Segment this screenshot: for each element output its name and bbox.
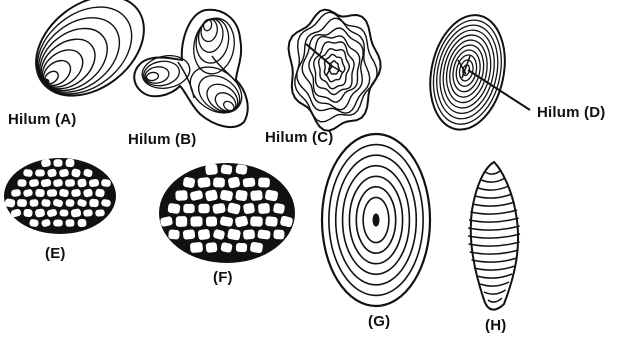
grain-cell [23, 209, 33, 218]
grain-h-stripe [472, 202, 514, 206]
grain-h-stripe [468, 234, 520, 238]
grain-h-stripe [468, 226, 519, 230]
label-hilum-d: Hilum (D) [537, 104, 605, 121]
grain-g-hilum [373, 214, 379, 226]
grain-cell [53, 219, 63, 226]
grain-cell [60, 210, 69, 217]
grain-cell [205, 242, 217, 253]
label-hilum-c: Hilum (C) [265, 129, 333, 146]
grain-cell [258, 177, 270, 187]
grain-cell [236, 243, 248, 253]
grain-d-ring [458, 59, 475, 82]
grain-h-stripe [475, 194, 512, 198]
grain-h-stripe [480, 282, 509, 286]
grain-cell [250, 216, 263, 226]
grain-g [322, 134, 430, 306]
grain-cell [220, 164, 232, 175]
grain-cell [243, 203, 255, 215]
grain-cell [175, 190, 188, 201]
grain-cell [35, 170, 45, 177]
grain-cell [35, 189, 45, 197]
label-h: (H) [485, 317, 506, 334]
grain-h-stripe [485, 170, 501, 174]
grain-cell [242, 177, 255, 187]
grain-d-ring [449, 48, 483, 95]
grain-cell [47, 189, 57, 197]
grain-cell [190, 216, 202, 226]
grain-cell [235, 190, 248, 202]
grain-cell [168, 229, 180, 239]
grain-cell [65, 219, 74, 227]
grain-h-stripe [469, 242, 520, 246]
grain-cell [205, 164, 218, 176]
label-f: (F) [213, 269, 233, 286]
grain-cell [250, 242, 264, 254]
grain-a [17, 0, 163, 116]
grain-cell [243, 229, 255, 240]
grain-cell [17, 199, 27, 207]
grain-c-ring [309, 36, 360, 102]
grain-cell [66, 199, 75, 207]
grain-cell [53, 159, 62, 166]
grain-h-stripe [469, 218, 519, 222]
grain-cell [183, 229, 196, 240]
grain-cell [176, 216, 187, 227]
grain-a-ring [28, 16, 119, 104]
label-e: (E) [45, 245, 66, 262]
grain-cell [65, 179, 75, 187]
grain-c [289, 10, 381, 131]
grain-cell [17, 179, 26, 187]
grain-h-stripe [478, 186, 509, 190]
grain-cell [206, 216, 217, 226]
grain-h-stripe [484, 290, 506, 294]
hilum-a-dot [43, 79, 49, 85]
grain-cell [265, 216, 278, 227]
grain-h-stripe [488, 298, 502, 302]
grain-cell [198, 229, 211, 241]
label-g: (G) [368, 313, 390, 330]
grain-cell [213, 177, 225, 187]
grain-h-stripe [472, 258, 518, 262]
grain-f [159, 163, 295, 263]
grain-e [4, 158, 116, 234]
grain-a-ring [24, 2, 134, 107]
grain-h-stripe [470, 210, 517, 214]
grain-b-ring [196, 17, 225, 54]
grain-h-stripe [470, 250, 519, 254]
grain-cell [65, 159, 74, 167]
label-hilum-a: Hilum (A) [8, 111, 76, 128]
grain-c-ring [302, 28, 363, 110]
grain-cell [190, 242, 203, 253]
grain-h [468, 162, 520, 310]
grain-h-stripe [477, 274, 512, 278]
grain-cell [250, 190, 263, 201]
grain-cell [167, 203, 180, 214]
grain-h-stripe [474, 266, 515, 270]
grain-d [420, 8, 530, 136]
grain-cell [95, 209, 105, 217]
grain-cell [197, 177, 210, 188]
grain-b [134, 10, 250, 127]
hilum-d-pointer [468, 70, 530, 110]
grain-b-ring [146, 72, 159, 82]
label-hilum-b: Hilum (B) [128, 131, 196, 148]
grain-cell [258, 203, 270, 214]
grain-cell [41, 199, 51, 207]
grain-h-stripe [482, 178, 506, 182]
grain-cell [273, 229, 284, 239]
grain-cell [183, 204, 194, 213]
grain-cell [89, 199, 99, 207]
grain-cell [78, 219, 87, 227]
grain-cell [198, 204, 209, 214]
grain-cell [29, 199, 38, 207]
